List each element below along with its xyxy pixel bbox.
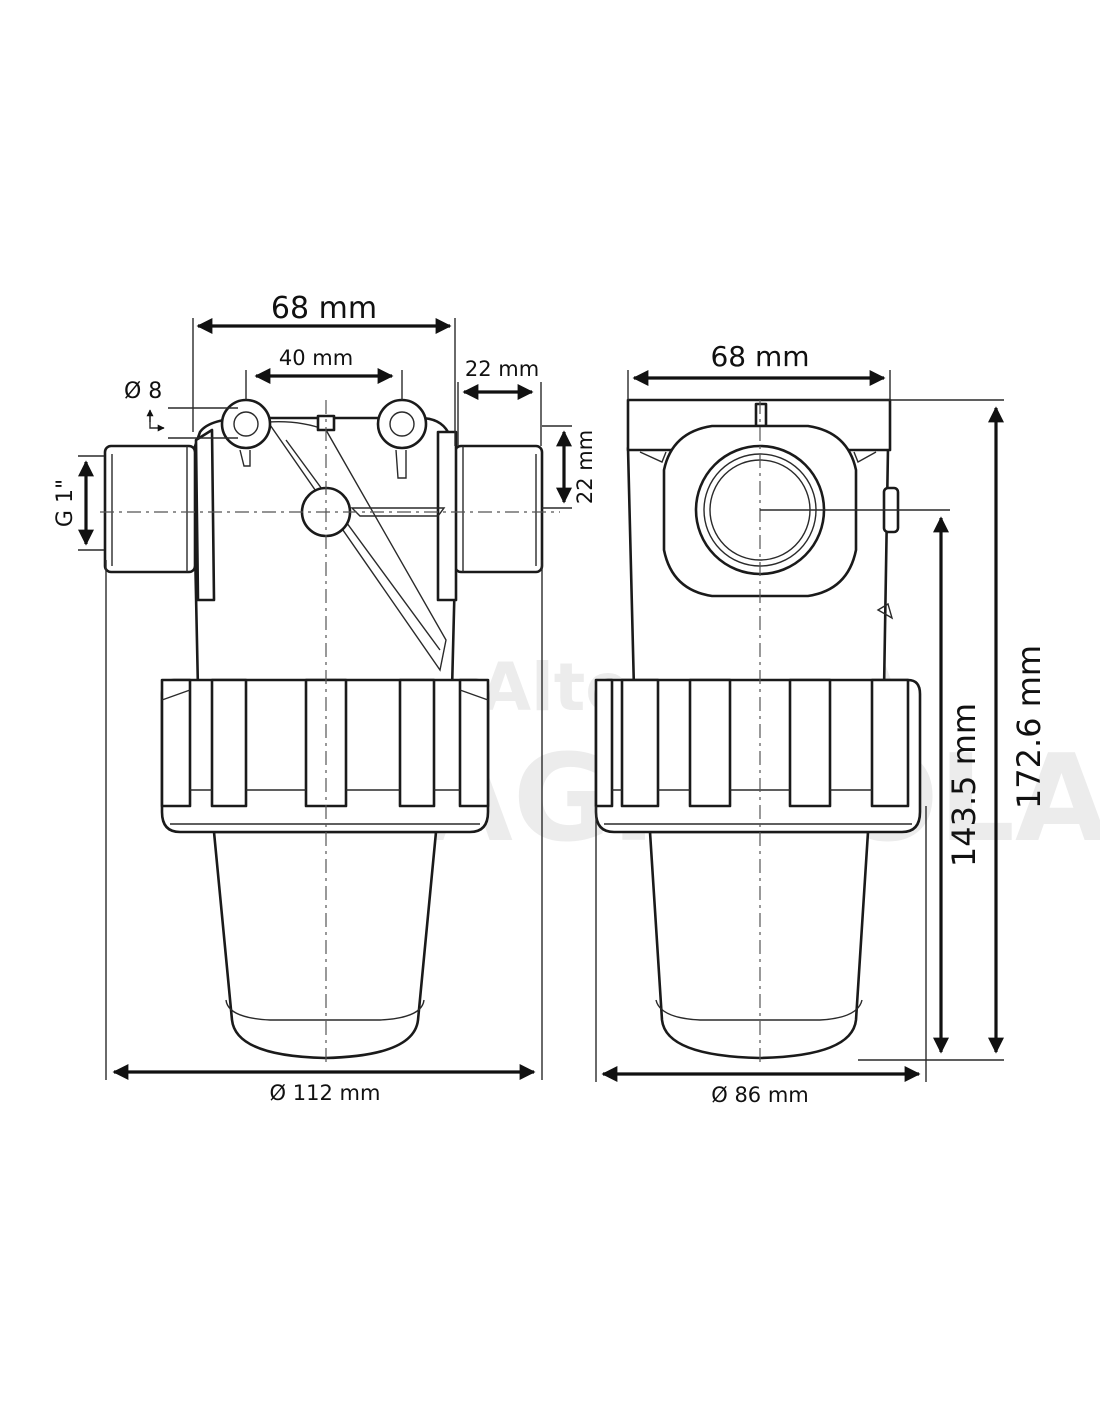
side-view xyxy=(594,398,922,1062)
bore-height-label: 143.5 mm xyxy=(945,703,983,867)
front-bowl xyxy=(212,830,438,1060)
port-diameter-label: Ø 8 xyxy=(124,379,162,404)
front-body-diagonal xyxy=(266,420,447,672)
side-diameter-label: Ø 86 mm xyxy=(711,1083,809,1107)
front-width-label: 68 mm xyxy=(271,291,377,326)
total-height-label: 172.6 mm xyxy=(1010,645,1048,809)
port-spacing-label: 40 mm xyxy=(279,346,353,370)
side-dimensions: 68 mm 172.6 mm 143.5 mm Ø 86 mm xyxy=(595,340,1048,1107)
front-dimensions: 68 mm 40 mm Ø 8 G 1" 22 mm 22 mm Ø 112 m… xyxy=(53,291,597,1105)
port-diameter-arrow xyxy=(149,416,165,432)
front-diameter-label: Ø 112 mm xyxy=(270,1081,381,1105)
front-view xyxy=(100,398,560,1062)
outlet-length-label: 22 mm xyxy=(465,357,539,381)
front-left-coupling xyxy=(103,428,216,602)
thread-label: G 1" xyxy=(53,479,78,527)
side-width-label: 68 mm xyxy=(710,340,809,373)
front-ring-nut xyxy=(160,678,490,834)
side-ring-nut xyxy=(594,678,922,834)
outlet-height-label: 22 mm xyxy=(573,430,597,504)
front-right-coupling xyxy=(436,430,544,602)
side-bowl xyxy=(648,830,870,1060)
